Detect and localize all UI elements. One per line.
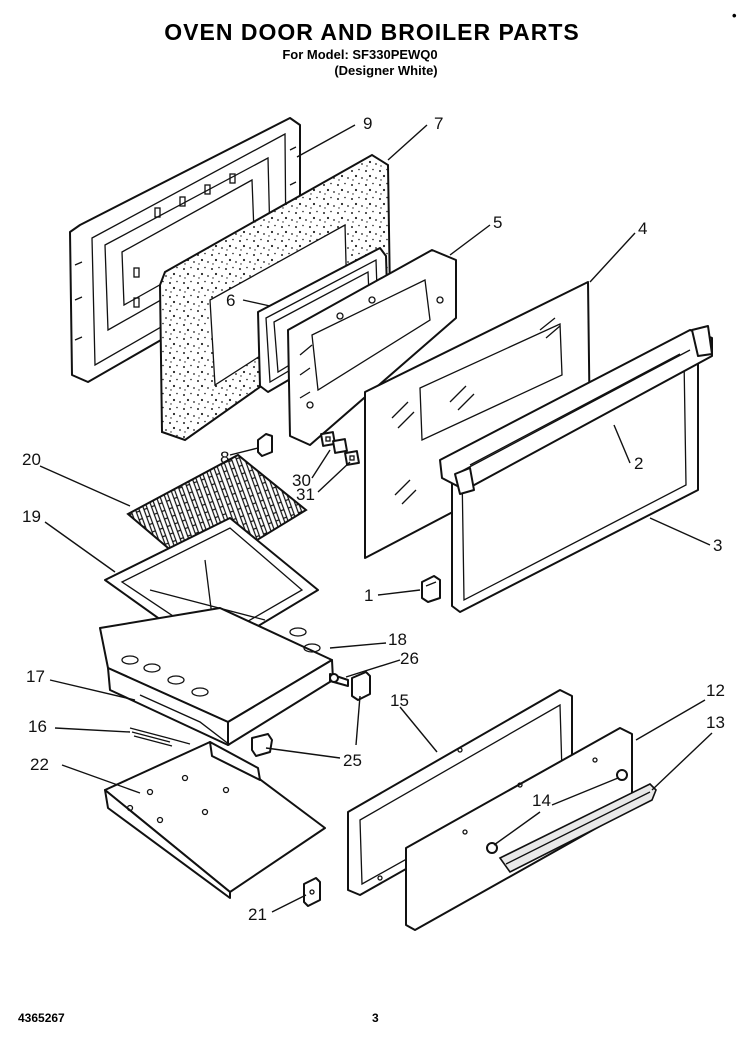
- callout-9: 9: [363, 114, 372, 133]
- callout-17: 17: [26, 667, 45, 686]
- callout-18: 18: [388, 630, 407, 649]
- part-18-broiler-drawer: [99, 607, 334, 746]
- callout-31: 31: [296, 485, 315, 504]
- part-21-bracket: [303, 877, 321, 907]
- callout-numbers: 9 7 5 4 6 2 3 1 8 30 31 20 19 18 26 17 1…: [22, 114, 725, 924]
- part-19-broiler-pan: [104, 517, 319, 656]
- callout-1: 1: [364, 586, 373, 605]
- part-26-screw: [329, 673, 349, 687]
- callout-12: 12: [706, 681, 725, 700]
- callout-15: 15: [390, 691, 409, 710]
- part-31-clip: [344, 450, 360, 466]
- callout-22: 22: [30, 755, 49, 774]
- callout-26: 26: [400, 649, 419, 668]
- part-5-door-panel: [287, 249, 457, 446]
- part-22-heat-shield: [104, 741, 326, 899]
- callout-5: 5: [493, 213, 502, 232]
- callout-8: 8: [220, 448, 229, 467]
- document-number: 4365267: [18, 1011, 65, 1025]
- part-1-hinge-clip: [421, 575, 441, 603]
- part-17-rod: [139, 694, 231, 746]
- callout-3: 3: [713, 536, 722, 555]
- callout-25: 25: [343, 751, 362, 770]
- part-25-bracket: [251, 671, 371, 757]
- page-number: 3: [372, 1011, 379, 1025]
- part-13-drawer-handle: [498, 783, 657, 874]
- callout-4: 4: [638, 219, 647, 238]
- callout-6: 6: [226, 291, 235, 310]
- callout-20: 20: [22, 450, 41, 469]
- corner-mark: •: [732, 8, 737, 23]
- page-title: OVEN DOOR AND BROILER PARTS: [164, 19, 579, 45]
- model-line: For Model: SF330PEWQ0: [282, 47, 437, 62]
- part-2-door-handle-trim: [439, 325, 713, 495]
- callout-13: 13: [706, 713, 725, 732]
- callout-16: 16: [28, 717, 47, 736]
- part-30-clip-b: [332, 438, 348, 454]
- callout-7: 7: [434, 114, 443, 133]
- part-30-clip: [320, 431, 336, 447]
- part-8-spacer: [257, 433, 273, 457]
- leader-lines: [39, 124, 713, 913]
- callout-2: 2: [634, 454, 643, 473]
- callout-21: 21: [248, 905, 267, 924]
- color-line: (Designer White): [334, 63, 437, 78]
- callout-30: 30: [292, 471, 311, 490]
- callout-14: 14: [532, 791, 551, 810]
- part-14-handle-stud: [486, 769, 628, 854]
- part-16-spring: [129, 727, 191, 747]
- callout-19: 19: [22, 507, 41, 526]
